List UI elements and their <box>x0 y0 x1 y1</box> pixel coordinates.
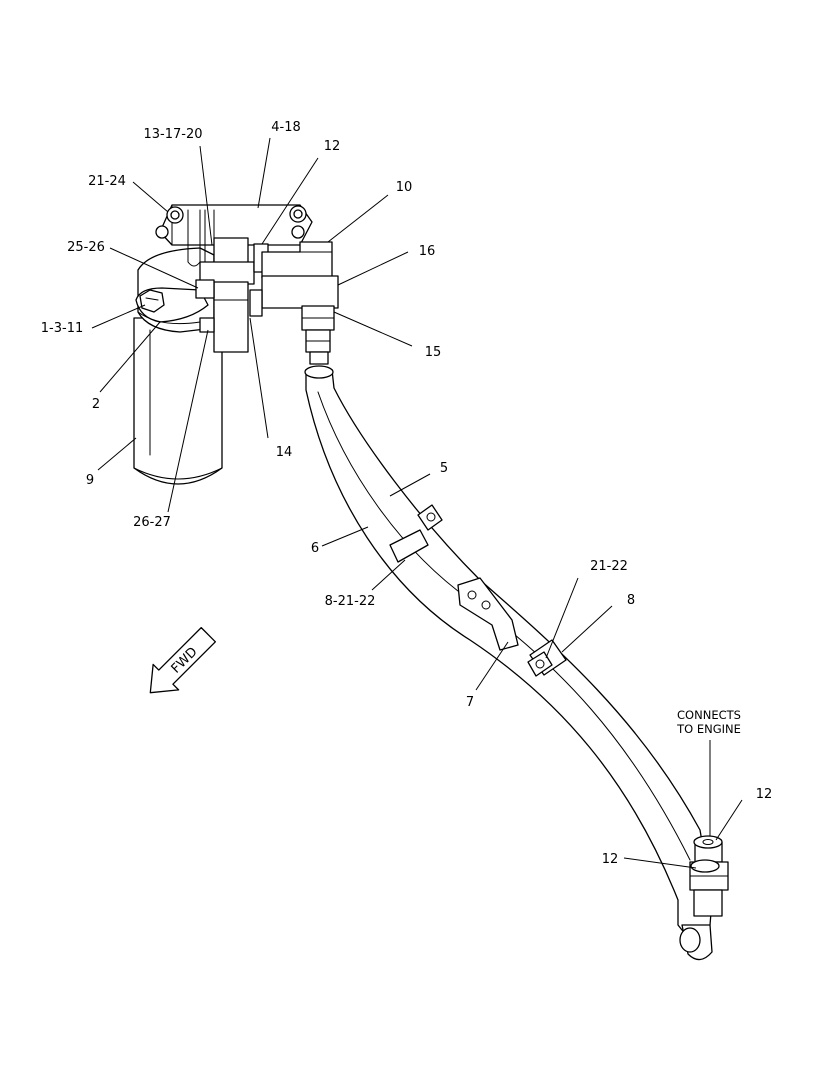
elbow-connector <box>249 241 339 317</box>
callout-9: 9 <box>86 473 94 488</box>
fitting-block <box>195 237 255 353</box>
callout-15: 15 <box>425 345 442 360</box>
filter-canister <box>133 317 223 485</box>
callout-7: 7 <box>466 695 474 710</box>
callout-labels: 13-17-20 4-18 12 10 21-24 16 25-26 1-3-1… <box>41 120 773 867</box>
callout-6: 6 <box>311 541 319 556</box>
callout-13-17-20: 13-17-20 <box>143 127 202 142</box>
callout-16: 16 <box>419 244 436 259</box>
fuel-hose <box>304 365 713 941</box>
note-line-2: TO ENGINE <box>676 722 741 736</box>
callout-21-24: 21-24 <box>88 174 126 189</box>
callout-10: 10 <box>396 180 413 195</box>
callout-8-21-22: 8-21-22 <box>325 594 376 609</box>
callout-21-22: 21-22 <box>590 559 628 574</box>
callout-4-18: 4-18 <box>271 120 301 135</box>
callout-12-top: 12 <box>324 139 341 154</box>
hose-bracket <box>457 577 519 651</box>
callout-26-27: 26-27 <box>133 515 171 530</box>
hose-fitting <box>301 305 335 365</box>
callout-14: 14 <box>276 445 293 460</box>
callout-1-3-11: 1-3-11 <box>41 321 83 336</box>
note-line-1: CONNECTS <box>677 708 741 722</box>
callout-8: 8 <box>627 593 635 608</box>
callout-5: 5 <box>440 461 448 476</box>
fwd-arrow-icon: FWD <box>149 626 217 694</box>
leader-lines <box>91 137 743 869</box>
engine-fitting <box>679 835 729 961</box>
callout-12-right: 12 <box>756 787 773 802</box>
callout-12-left: 12 <box>602 852 619 867</box>
mounting-bracket <box>155 204 313 246</box>
callout-25-26: 25-26 <box>67 240 105 255</box>
callout-2: 2 <box>92 397 100 412</box>
hose-clamp-upper <box>389 504 443 563</box>
